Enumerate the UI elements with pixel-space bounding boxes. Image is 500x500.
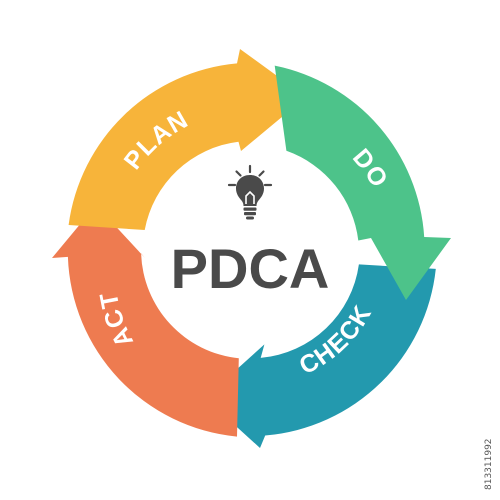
center-title: PDCA xyxy=(171,237,330,300)
segment-act: ACT xyxy=(52,205,239,437)
lightbulb-icon xyxy=(227,164,273,220)
act-arrow xyxy=(52,205,239,437)
do-arrow xyxy=(274,65,451,300)
stock-id: 813311992 xyxy=(484,438,494,490)
segment-plan: PLAN xyxy=(68,49,306,230)
plan-arrow xyxy=(68,49,306,230)
segment-do: DO xyxy=(274,65,451,300)
check-arrow xyxy=(205,264,436,448)
